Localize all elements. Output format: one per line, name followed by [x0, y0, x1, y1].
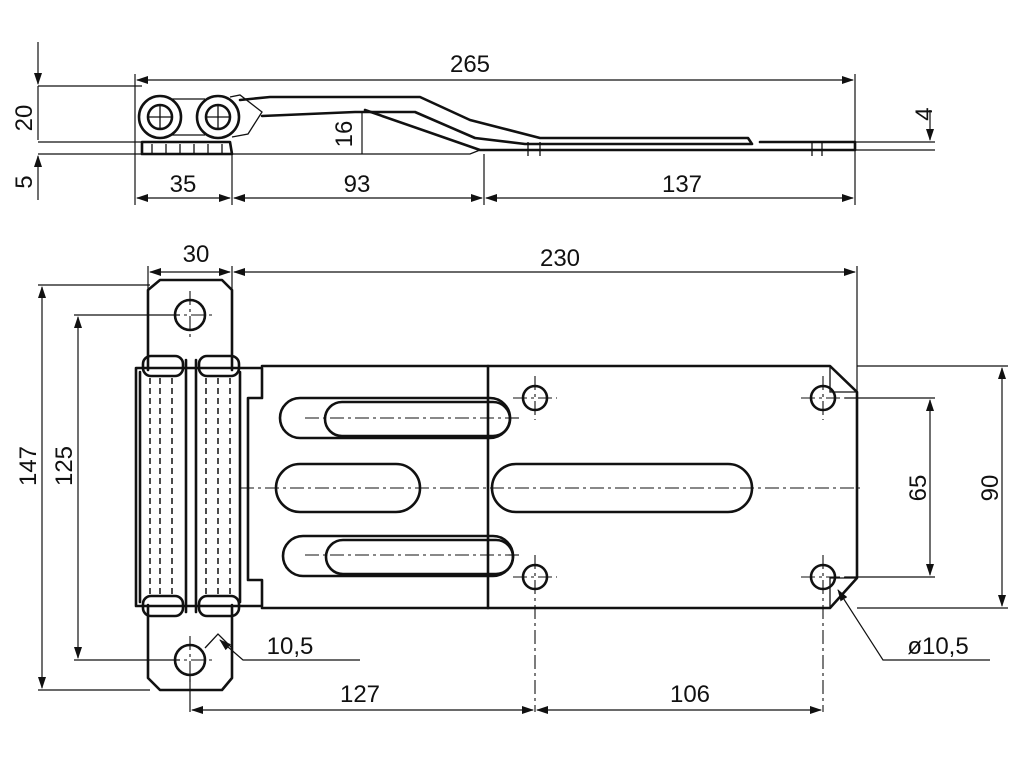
dim-label-137: 137 — [662, 171, 702, 198]
dim-label-20: 20 — [11, 105, 38, 132]
dim-label-230: 230 — [540, 245, 580, 272]
knuckle-dividers — [138, 358, 242, 614]
side-pin-crosshairs — [147, 104, 231, 130]
dim-label-65: 65 — [905, 475, 932, 502]
side-base-plate — [140, 140, 234, 156]
side-view: 265 20 5 16 4 35 93 137 — [11, 42, 938, 205]
lower-leaf-notch — [204, 633, 233, 649]
side-knuckle-left — [137, 94, 183, 140]
side-hole-marks — [527, 142, 823, 156]
slot-lower-long — [281, 534, 515, 578]
dim-label-16: 16 — [331, 121, 358, 148]
dim-label-4: 4 — [911, 107, 938, 120]
top-extension-lines — [38, 266, 1008, 712]
side-knuckle-right — [195, 94, 241, 140]
dim-label-5: 5 — [11, 175, 38, 188]
dim-label-106: 106 — [670, 681, 710, 708]
dim-label-30: 30 — [183, 241, 210, 268]
side-extension-lines — [38, 74, 935, 205]
dim-label-147: 147 — [15, 446, 42, 486]
knuckle-cap-bottom-left — [141, 594, 185, 618]
dim-label-93: 93 — [344, 171, 371, 198]
knuckle-cap-top-left — [141, 354, 185, 378]
knuckle-block — [134, 366, 264, 608]
plate-hole-centers — [513, 376, 845, 712]
top-view: 30 230 147 125 65 90 10,5 ø10,5 127 106 — [15, 241, 1008, 714]
dim-label-127: 127 — [340, 681, 380, 708]
dim-label-265: 265 — [450, 51, 490, 78]
slot-upper-short — [323, 400, 512, 438]
knuckle-cap-top-right — [197, 354, 241, 378]
side-strap-upper — [238, 95, 754, 146]
plate-corner-chamfers — [829, 366, 857, 608]
lower-leaf — [146, 603, 234, 692]
dim-label-125: 125 — [51, 446, 78, 486]
leader-10-5 — [219, 639, 360, 661]
dim-label-35: 35 — [170, 171, 197, 198]
knuckle-cap-bottom-right — [197, 594, 241, 618]
dim-label-10-5: 10,5 — [267, 633, 314, 660]
side-plate-teeth — [151, 144, 223, 154]
hidden-pin-lines — [149, 378, 231, 598]
dim-label-90: 90 — [977, 475, 1004, 502]
side-knuckle-body — [172, 94, 263, 138]
dim-label-hole-diameter: ø10,5 — [907, 633, 968, 660]
main-plate-outline — [260, 364, 859, 610]
slot-lower-short — [324, 538, 515, 576]
side-base-line — [232, 149, 481, 155]
upper-leaf — [146, 278, 234, 372]
leader-hole-diameter — [837, 589, 990, 661]
